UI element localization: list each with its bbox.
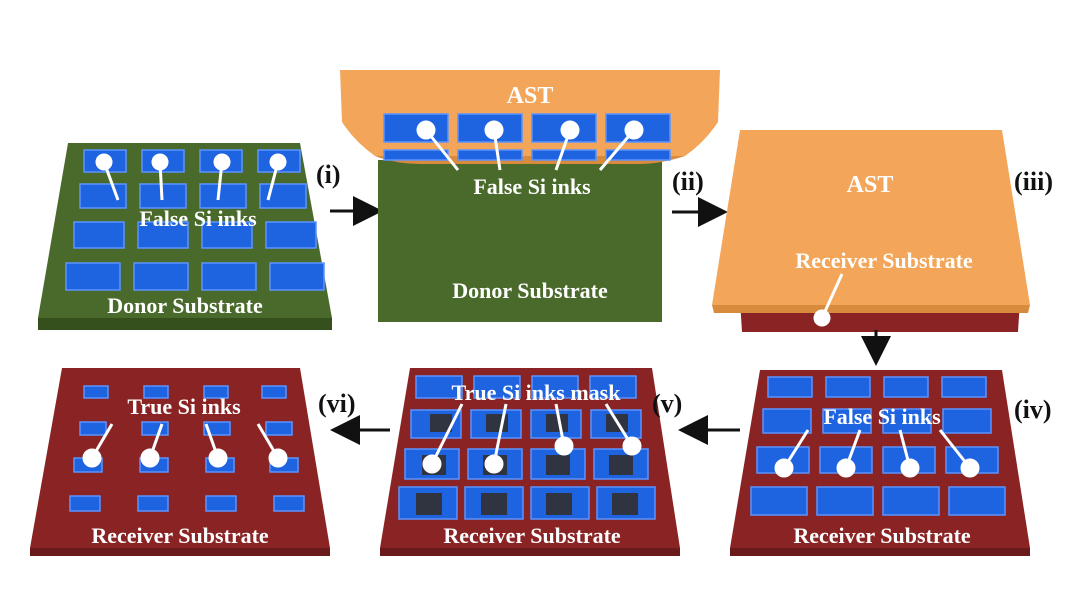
step-label: (ii) bbox=[672, 167, 704, 196]
inks-label: False Si inks bbox=[473, 174, 591, 199]
ink-grid bbox=[750, 376, 1006, 516]
receiver-substrate-side bbox=[30, 548, 330, 556]
ast-stamp-edge bbox=[712, 305, 1030, 313]
inks-label: True Si inks mask bbox=[452, 380, 622, 405]
panel-ii: AST False Si inks Donor Substrate (ii) bbox=[340, 70, 720, 322]
receiver-substrate-top bbox=[30, 368, 330, 548]
receiver-substrate-side bbox=[730, 548, 1030, 556]
ink-pointers bbox=[82, 423, 288, 468]
substrate-label: Donor Substrate bbox=[452, 278, 608, 303]
substrate-label: Receiver Substrate bbox=[91, 523, 269, 548]
substrate-label: Receiver Substrate bbox=[795, 248, 973, 273]
substrate-label: Receiver Substrate bbox=[793, 523, 971, 548]
ast-stamp bbox=[712, 130, 1030, 305]
receiver-substrate-side bbox=[380, 548, 680, 556]
step-label: (iii) bbox=[1014, 167, 1053, 196]
inks-label: False Si inks bbox=[823, 404, 941, 429]
ink-grid bbox=[65, 149, 325, 291]
inks-label: True Si inks bbox=[127, 394, 241, 419]
inks-label: False Si inks bbox=[139, 206, 257, 231]
receiver-pointer bbox=[813, 273, 844, 327]
step-label: (iv) bbox=[1014, 395, 1052, 424]
substrate-label: Donor Substrate bbox=[107, 293, 263, 318]
panel-iv: False Si inks Receiver Substrate (iv) bbox=[730, 370, 1052, 556]
ink-pointers bbox=[95, 153, 287, 201]
panel-iii: AST Receiver Substrate (iii) bbox=[712, 130, 1053, 332]
mask-pointers bbox=[422, 403, 642, 474]
stamp-label: AST bbox=[507, 83, 554, 109]
panel-v: True Si inks mask Receiver Substrate (v) bbox=[380, 368, 682, 556]
step-label: (v) bbox=[652, 389, 682, 418]
substrate-label: Receiver Substrate bbox=[443, 523, 621, 548]
step-label: (i) bbox=[316, 160, 341, 189]
panel-i: False Si inks Donor Substrate (i) bbox=[38, 143, 341, 330]
ink-pointers bbox=[774, 429, 980, 478]
stamp-label: AST bbox=[847, 172, 894, 198]
donor-substrate-side bbox=[38, 318, 332, 330]
donor-substrate bbox=[378, 160, 662, 322]
step-label: (vi) bbox=[318, 389, 356, 418]
ink-pointers bbox=[416, 120, 644, 171]
panel-vi: True Si inks Receiver Substrate (vi) bbox=[30, 368, 356, 556]
